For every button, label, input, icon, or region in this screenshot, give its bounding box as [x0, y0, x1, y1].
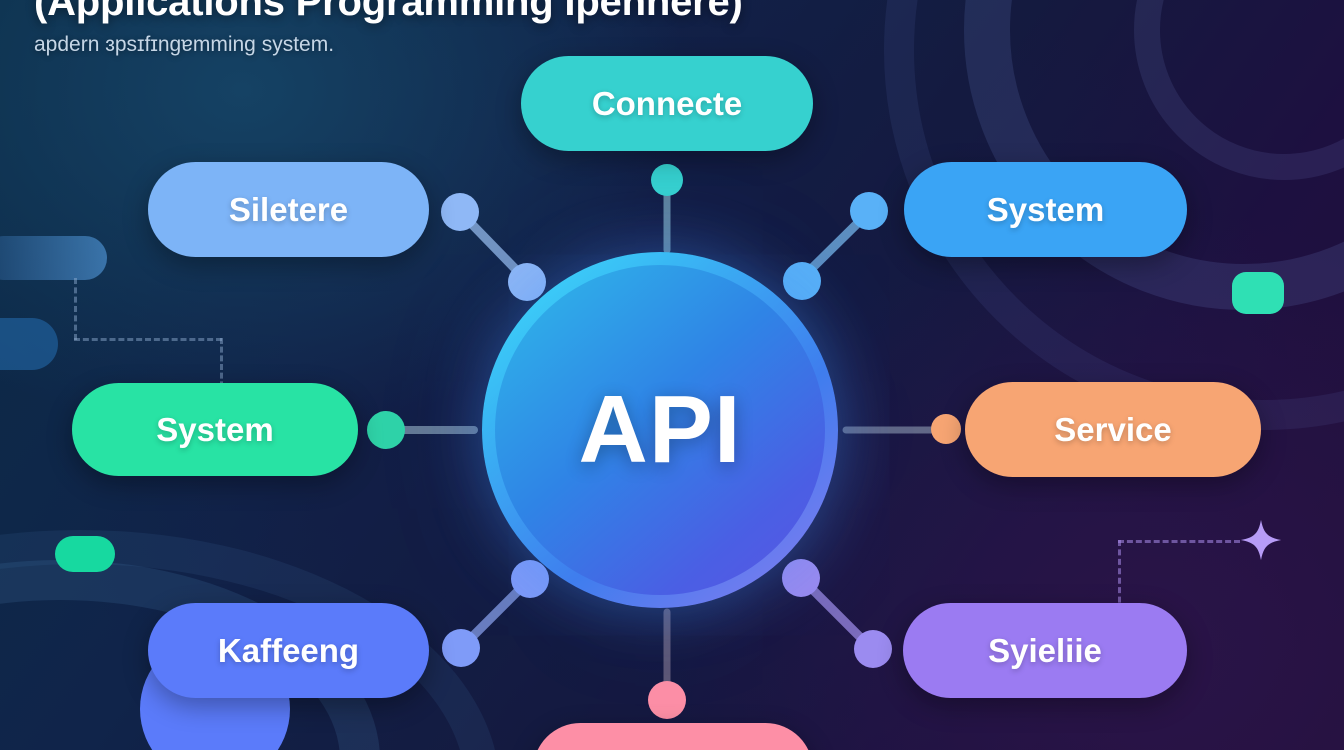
connector-dot-kaffeeng-inner: [511, 560, 549, 598]
connector-dot-syieliie-inner: [782, 559, 820, 597]
node-system-right[interactable]: System: [904, 162, 1187, 257]
connector-line-siletere: [455, 207, 534, 288]
connector-dot-service: [931, 414, 961, 444]
node-system-right-label: System: [986, 190, 1105, 228]
api-hub-node[interactable]: API: [482, 252, 838, 608]
decorative-arc-inner: [1134, 0, 1344, 180]
connector-line-system-right: [795, 207, 874, 285]
dashed-path-left-horizontal: [74, 338, 222, 341]
node-connecte[interactable]: Connecte: [521, 56, 813, 151]
node-syieliie[interactable]: Syieliie: [903, 603, 1187, 698]
node-connecte-label: Connecte: [591, 84, 743, 122]
dashed-path-right-horizontal: [1118, 540, 1240, 543]
decorative-pill-left-lower: [0, 318, 58, 370]
dashed-path-right-vertical: [1118, 540, 1121, 612]
dashed-path-left-vertical: [74, 278, 77, 340]
connector-dot-kaffeeng-outer: [442, 629, 480, 667]
connector-dot-syieliie-outer: [854, 630, 892, 668]
node-syieliie-label: Syieliie: [988, 631, 1102, 669]
connector-dot-system-right-outer: [850, 192, 888, 230]
node-siletere-label: Siletere: [228, 190, 349, 228]
connector-line-kaffeeng: [456, 573, 536, 653]
connector-line-syieliie: [796, 573, 877, 654]
node-kaffeeng-label: Kaffeeng: [217, 631, 360, 669]
node-bottom-center[interactable]: [533, 723, 813, 750]
node-system-left-label: System: [156, 410, 274, 448]
page-title: (Applications Programming Ipennere): [34, 0, 743, 24]
decorative-pill-teal-right: [1232, 272, 1284, 314]
decorative-arc-middle: [964, 0, 1344, 310]
connector-dot-system-right-inner: [783, 262, 821, 300]
node-service-label: Service: [1054, 410, 1172, 448]
decorative-pill-left-upper: [0, 236, 107, 280]
decorative-pill-green: [55, 536, 115, 572]
node-system-left[interactable]: System: [72, 383, 358, 476]
connector-dot-siletere-outer: [441, 193, 479, 231]
connector-dot-system-left: [367, 411, 405, 449]
sparkle-icon: [1240, 519, 1282, 561]
node-kaffeeng[interactable]: Kaffeeng: [148, 603, 429, 698]
api-hub-label: API: [578, 376, 742, 483]
header: (Applications Programming Ipennere) apde…: [34, 0, 994, 57]
api-hub-inner: API: [495, 265, 825, 595]
connector-dot-bottom: [648, 681, 686, 719]
connector-dot-connecte: [651, 164, 683, 196]
node-service[interactable]: Service: [965, 382, 1261, 477]
connector-dot-siletere-inner: [508, 263, 546, 301]
node-siletere[interactable]: Siletere: [148, 162, 429, 257]
page-subtitle: apdern ɜpsɪfɪngɐmming system.: [34, 32, 335, 56]
